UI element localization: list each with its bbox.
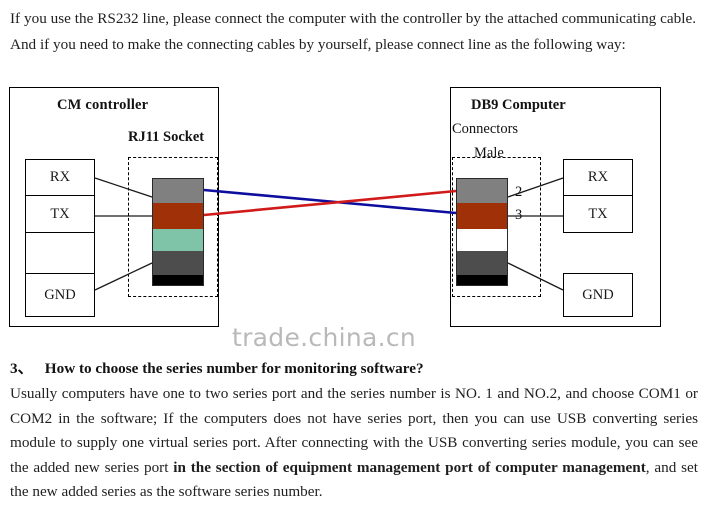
rj11-socket-label: RJ11 Socket [128,129,205,145]
db9-connector-stack [456,178,508,286]
intro-paragraph: If you use the RS232 line, please connec… [10,10,696,53]
faq-body-part2: , and set the new added series as the so… [10,458,698,501]
red-wire [203,189,457,217]
computer-gnd-label: GND [582,286,614,303]
faq-body: Usually computers have one to two series… [10,382,698,505]
computer-rx-cell: RX [564,160,632,196]
rj11-connector-stack [152,178,204,286]
rj11-band-green [153,229,203,251]
db9-pin-3-label: 3 [515,207,523,223]
rj11-band-dark-gray [153,251,203,275]
rj11-socket-dashed-outline [128,157,218,297]
faq-number: 3、 [10,360,33,377]
db9-connectors-label: Connectors [452,121,519,137]
rj11-band-black [153,275,203,285]
controller-blank-cell [25,233,95,273]
controller-gnd-label: GND [44,286,76,303]
controller-rx-label: RX [49,169,71,185]
faq-heading-text: How to choose the series number for moni… [44,360,424,377]
rj11-band-brown [153,203,203,229]
computer-tx-label: TX [588,205,608,222]
controller-title: CM controller [57,97,149,113]
controller-tx-label: TX [50,205,70,222]
faq-body-part1: Usually computers have one to two series… [10,385,698,476]
controller-gnd-box: GND [25,273,95,317]
blue-wire [203,188,457,215]
db9-band-green [457,229,507,251]
db9-pin-2-label: 2 [515,184,523,200]
db9-band-gray [457,179,507,203]
db9-title: DB9 Computer [471,97,566,113]
computer-signal-stack: RX TX [563,159,633,233]
db9-band-dark-gray [457,251,507,275]
db9-connector-dashed-outline [452,157,541,297]
db9-band-black [457,275,507,285]
rj11-band-gray [153,179,203,203]
faq-section: 3、 How to choose the series number for mo… [10,357,698,505]
db9-band-brown [457,203,507,229]
controller-rx-cell: RX [26,160,94,196]
controller-signal-stack: RX TX [25,159,95,233]
computer-gnd-box: GND [563,273,633,317]
watermark-text: trade.china.cn [232,323,417,352]
faq-heading: 3、 How to choose the series number for mo… [10,357,698,381]
computer-rx-label: RX [587,169,609,185]
faq-body-emphasis: in the section of equipment management p… [173,458,646,476]
computer-tx-cell: TX [564,196,632,232]
wiring-diagram: CM controller RJ11 Socket RX TX GND DB9 … [0,85,705,352]
controller-tx-cell: TX [26,196,94,232]
